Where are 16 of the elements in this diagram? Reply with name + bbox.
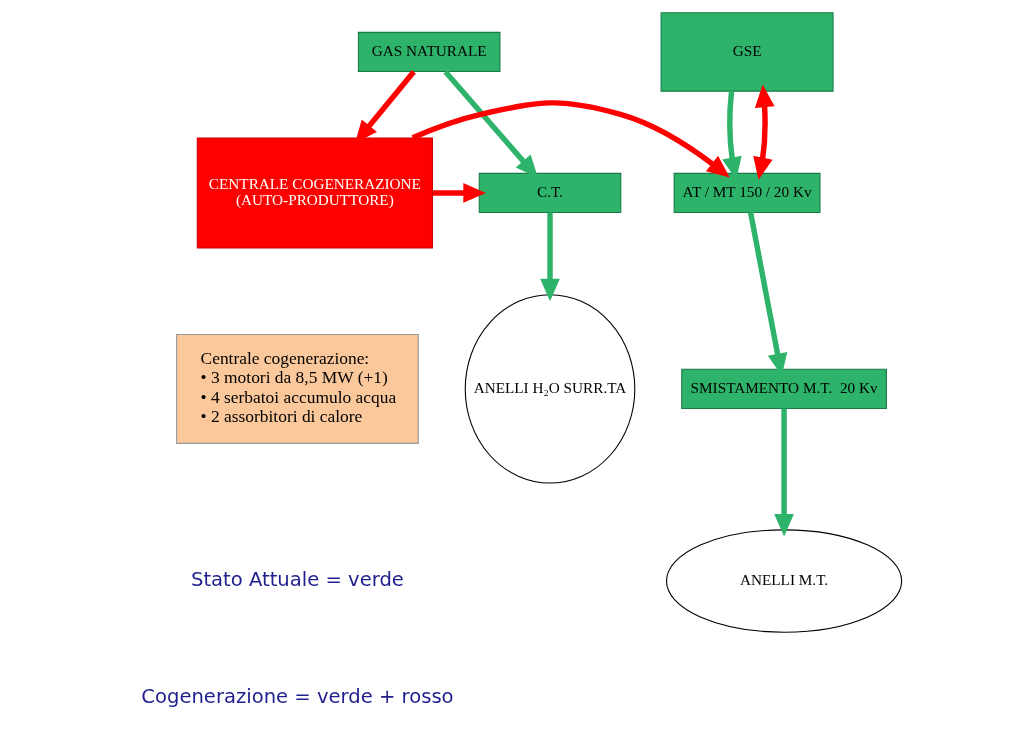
label: Stato Attuale = verde — [190, 567, 404, 591]
node-ellipse: ANELLI M.T. — [665, 529, 903, 633]
node-box: AT / MT 150 / 20 Kv — [673, 172, 821, 214]
arrow — [774, 408, 794, 537]
node-box: GAS NATURALE — [357, 31, 501, 73]
node-box: Centrale cogenerazione: • 3 motori da 8,5 MW (+1) • 4 serbatoi accumulo acqua • 2 assorbitori di calore — [176, 333, 419, 444]
arrow — [540, 212, 560, 302]
label: Cogenerazione = verde + rosso — [141, 685, 454, 709]
node-circle: ANELLI H₂O SURR.TA — [464, 294, 636, 484]
arrow — [432, 183, 486, 203]
node-box: CENTRALE COGENERAZIONE (AUTO-PRODUTTORE) — [196, 137, 433, 249]
arrow — [411, 100, 730, 178]
arrow — [753, 84, 775, 180]
node-box: C.T. — [478, 172, 622, 214]
node-box: GSE — [660, 12, 834, 92]
node-box: SMISTAMENTO M.T. 20 Kv — [681, 368, 887, 410]
